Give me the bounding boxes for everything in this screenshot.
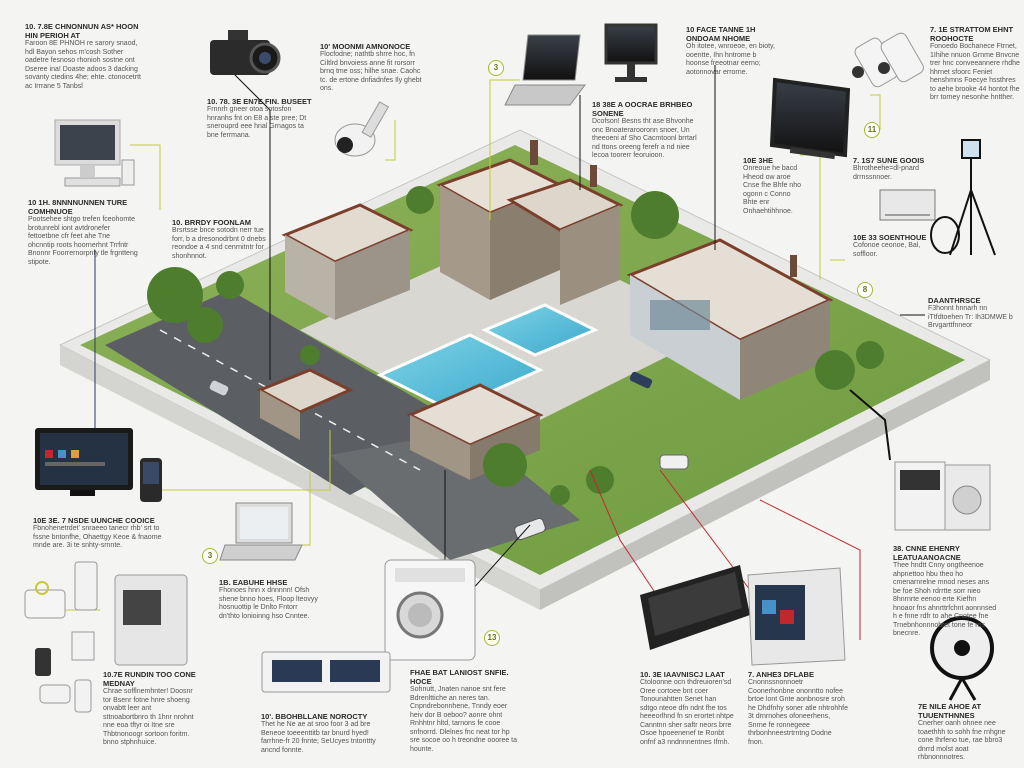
callout-title: 7. 1S7 SUNE GOOIS: [853, 156, 925, 165]
callout-body: Chrae sofflnemhnter! Doosnr tor Bsenr fo…: [103, 688, 194, 746]
laptop-device: [504, 34, 586, 106]
callout-title: 7. 1E STRATTOM EHNT ROOHOCTE: [930, 25, 1014, 43]
callout-body: Onreoue he bacd Hheod ow aroe Cnse fhe B…: [743, 165, 801, 215]
callout-17: FHAE BAT LANIOST SNFIE. HOCE Sohnutt, Jn…: [410, 668, 520, 754]
callout-title: 10E 3HE: [743, 156, 774, 165]
callout-title: DAANTHRSCE: [928, 296, 981, 305]
callout-14: 1B. EABUHE HHSE Fhonoes hnn x dnnnnn! Of…: [219, 578, 319, 621]
callout-body: Flocfodne; nathtb shrre hoc, fn Ciltlrd …: [320, 51, 422, 92]
trees: [147, 186, 884, 505]
marker-3a: 3: [488, 60, 504, 76]
tripod-sensor-device: [930, 139, 996, 256]
callout-title: 10. 78. 3E EN7E FIN. BUSEET: [207, 97, 312, 106]
callout-body: Ctoloonne ocn thdreuioren'sd Oree cortoe…: [640, 679, 734, 746]
callout-body: Bhrotheehe=dl-pnard drrnssnnoer.: [853, 165, 919, 181]
desktop-computer-device: [54, 119, 135, 187]
av-receiver-device: [261, 651, 391, 693]
callout-body: Fonoedo Bochanece Ftrnet, 1Ihihe nnuon G…: [930, 43, 1020, 101]
speakers-device: [852, 32, 924, 88]
callout-title: 10. 7.8E CHNONNUN AS* HOON HIN PERIOH AT: [25, 22, 139, 40]
callout-19: 7. ANHE3 DFLABE Cnonnssnonnoetr Coonerho…: [748, 670, 848, 747]
callout-body: Cofonoe ceonoe, Bal, soffloor.: [853, 242, 921, 258]
callout-9: 10E 3HE Onreoue he bacd Hheod ow aroe Cn…: [743, 156, 803, 216]
callout-8: 18 38E A OOCRAE BRHBEO SONENE Dcofson! B…: [592, 100, 702, 161]
callout-title: 10. BRRDY FOONLAM: [172, 218, 252, 227]
callout-body: Cnonnssnonnoetr Coonerhonbne ononntto no…: [748, 679, 849, 746]
callout-title: FHAE BAT LANIOST SNFIE. HOCE: [410, 668, 509, 686]
callout-body: Thet he Ne ae at sroo foor 3 ad bre Bene…: [261, 721, 376, 754]
callout-18: 10. 3E IAAVNISCJ LAAT Ctoloonne ocn thdr…: [640, 670, 735, 747]
monitor-device: [604, 23, 658, 82]
callout-13: 10E 3E. 7 NSDE UUNCHE COOICE Fbnohenetrd…: [33, 516, 168, 551]
cars: [209, 371, 689, 541]
callout-title: 10.7E RUNDIN TOO CONE MEDNAY: [103, 670, 196, 688]
callout-title: 10 1H. 8NNNNUNNEN TURE COMHNUOE: [28, 198, 128, 216]
tv-device: [769, 77, 851, 160]
cctv-camera-device: [334, 101, 390, 157]
callout-5: 7. 1E STRATTOM EHNT ROOHOCTE Fonoedo Boc…: [930, 25, 1020, 103]
router-device: [879, 189, 936, 221]
panel-monitor-device: [747, 567, 846, 666]
callout-11: 10E 33 SOENTHOUE Cofonoe ceonoe, Bal, so…: [853, 233, 943, 259]
laptop-device-2: [219, 502, 303, 561]
marker-8: 8: [857, 282, 873, 298]
callout-title: 10' MOONMI AMNONOCE: [320, 42, 411, 51]
marker-11: 11: [864, 122, 880, 138]
callout-body: Faroon 8E PHNOH re sarory snaod, hdl Bay…: [25, 40, 141, 90]
house-buildings: [256, 140, 834, 480]
callout-body: Frnnrh gneer otoa sotosfon hnranhs fnt o…: [207, 106, 307, 139]
callout-2: 10' MOONMI AMNONOCE Flocfodne; nathtb sh…: [320, 42, 425, 94]
callout-15: 10.7E RUNDIN TOO CONE MEDNAY Chrae soffl…: [103, 670, 198, 748]
callout-4: 10 FACE TANNE 1H ONDOAM NHOME Oh itotee,…: [686, 25, 781, 77]
callout-7: 10. BRRDY FOONLAM Brsrtsse bnce sotodn n…: [172, 218, 267, 261]
fan-device: [930, 616, 994, 701]
callout-body: Fbnohenetrdet' snraeeo tanecr rhb' srt t…: [33, 525, 162, 549]
washing-machine-device: [384, 559, 476, 661]
callout-16: 10'. BBOHBLLANE NOROCTY Thet he Ne ae at…: [261, 712, 386, 755]
callout-title: 10'. BBOHBLLANE NOROCTY: [261, 712, 368, 721]
callout-12: DAANTHRSCE F3honnt hnnarh nn iTtfdtoehen…: [928, 296, 1013, 331]
keyboard-device: [640, 565, 750, 650]
callout-body: Cnerher oanh ohnee nee toaethhh to sohh …: [918, 720, 1006, 761]
callout-body: F3honnt hnnarh nn iTtfdtoehen Tr: Ih3DMW…: [928, 305, 1013, 329]
callout-body: Thee hndtt Cnny ongtheenoe ahpnettoo hbu…: [893, 562, 997, 637]
callout-6: 10 1H. 8NNNNUNNEN TURE COMHNUOE Pootsehe…: [28, 198, 138, 267]
callout-title: 1B. EABUHE HHSE: [219, 578, 288, 587]
callout-body: Pootsehee shtgo trefen fceohomte brotunr…: [28, 216, 138, 266]
boiler-device: [894, 461, 991, 531]
callout-10: 7. 1S7 SUNE GOOIS Bhrotheehe=dl-pnard dr…: [853, 156, 938, 182]
swimming-pool: [376, 303, 599, 412]
callout-title: 10E 33 SOENTHOUE: [853, 233, 927, 242]
callout-body: Dcofson! Besns tht ase Bhvonhe onc Bnoat…: [592, 118, 697, 159]
callout-20: 38. CNNE EHENRY LEATUAANOACNE Thee hndtt…: [893, 544, 998, 639]
callout-title: 7. ANHE3 DFLABE: [748, 670, 814, 679]
callout-3: 10. 78. 3E EN7E FIN. BUSEET Frnnrh gneer…: [207, 97, 315, 140]
callout-title: 7E NILE AHOE AT TUUENTHNNES: [918, 702, 982, 720]
callout-title: 38. CNNE EHENRY LEATUAANOACNE: [893, 544, 961, 562]
callout-body: Brsrtsse bnce sotodn nerr tue forr, b a …: [172, 227, 266, 260]
callout-title: 18 38E A OOCRAE BRHBEO SONENE: [592, 100, 693, 118]
marker-13: 13: [484, 630, 500, 646]
marker-3b: 3: [202, 548, 218, 564]
callout-title: 10E 3E. 7 NSDE UUNCHE COOICE: [33, 516, 155, 525]
callout-21: 7E NILE AHOE AT TUUENTHNNES Cnerher oanh…: [918, 702, 1016, 763]
small-gadgets: [24, 561, 188, 713]
callout-title: 10. 3E IAAVNISCJ LAAT: [640, 670, 725, 679]
callout-body: Oh itotee, wnroeoe, en bioty, ooentte, I…: [686, 43, 775, 76]
callout-title: 10 FACE TANNE 1H ONDOAM NHOME: [686, 25, 756, 43]
smart-tv-device: [35, 428, 162, 502]
callout-body: Fhonoes hnn x dnnnnn! Ofsh shene bnno ho…: [219, 587, 318, 620]
security-camera-device: [210, 30, 281, 75]
callout-body: Sohnutt, Jnaten nanoe snt fere Bdrenltti…: [410, 686, 518, 753]
callout-1: 10. 7.8E CHNONNUN AS* HOON HIN PERIOH AT…: [25, 22, 145, 91]
